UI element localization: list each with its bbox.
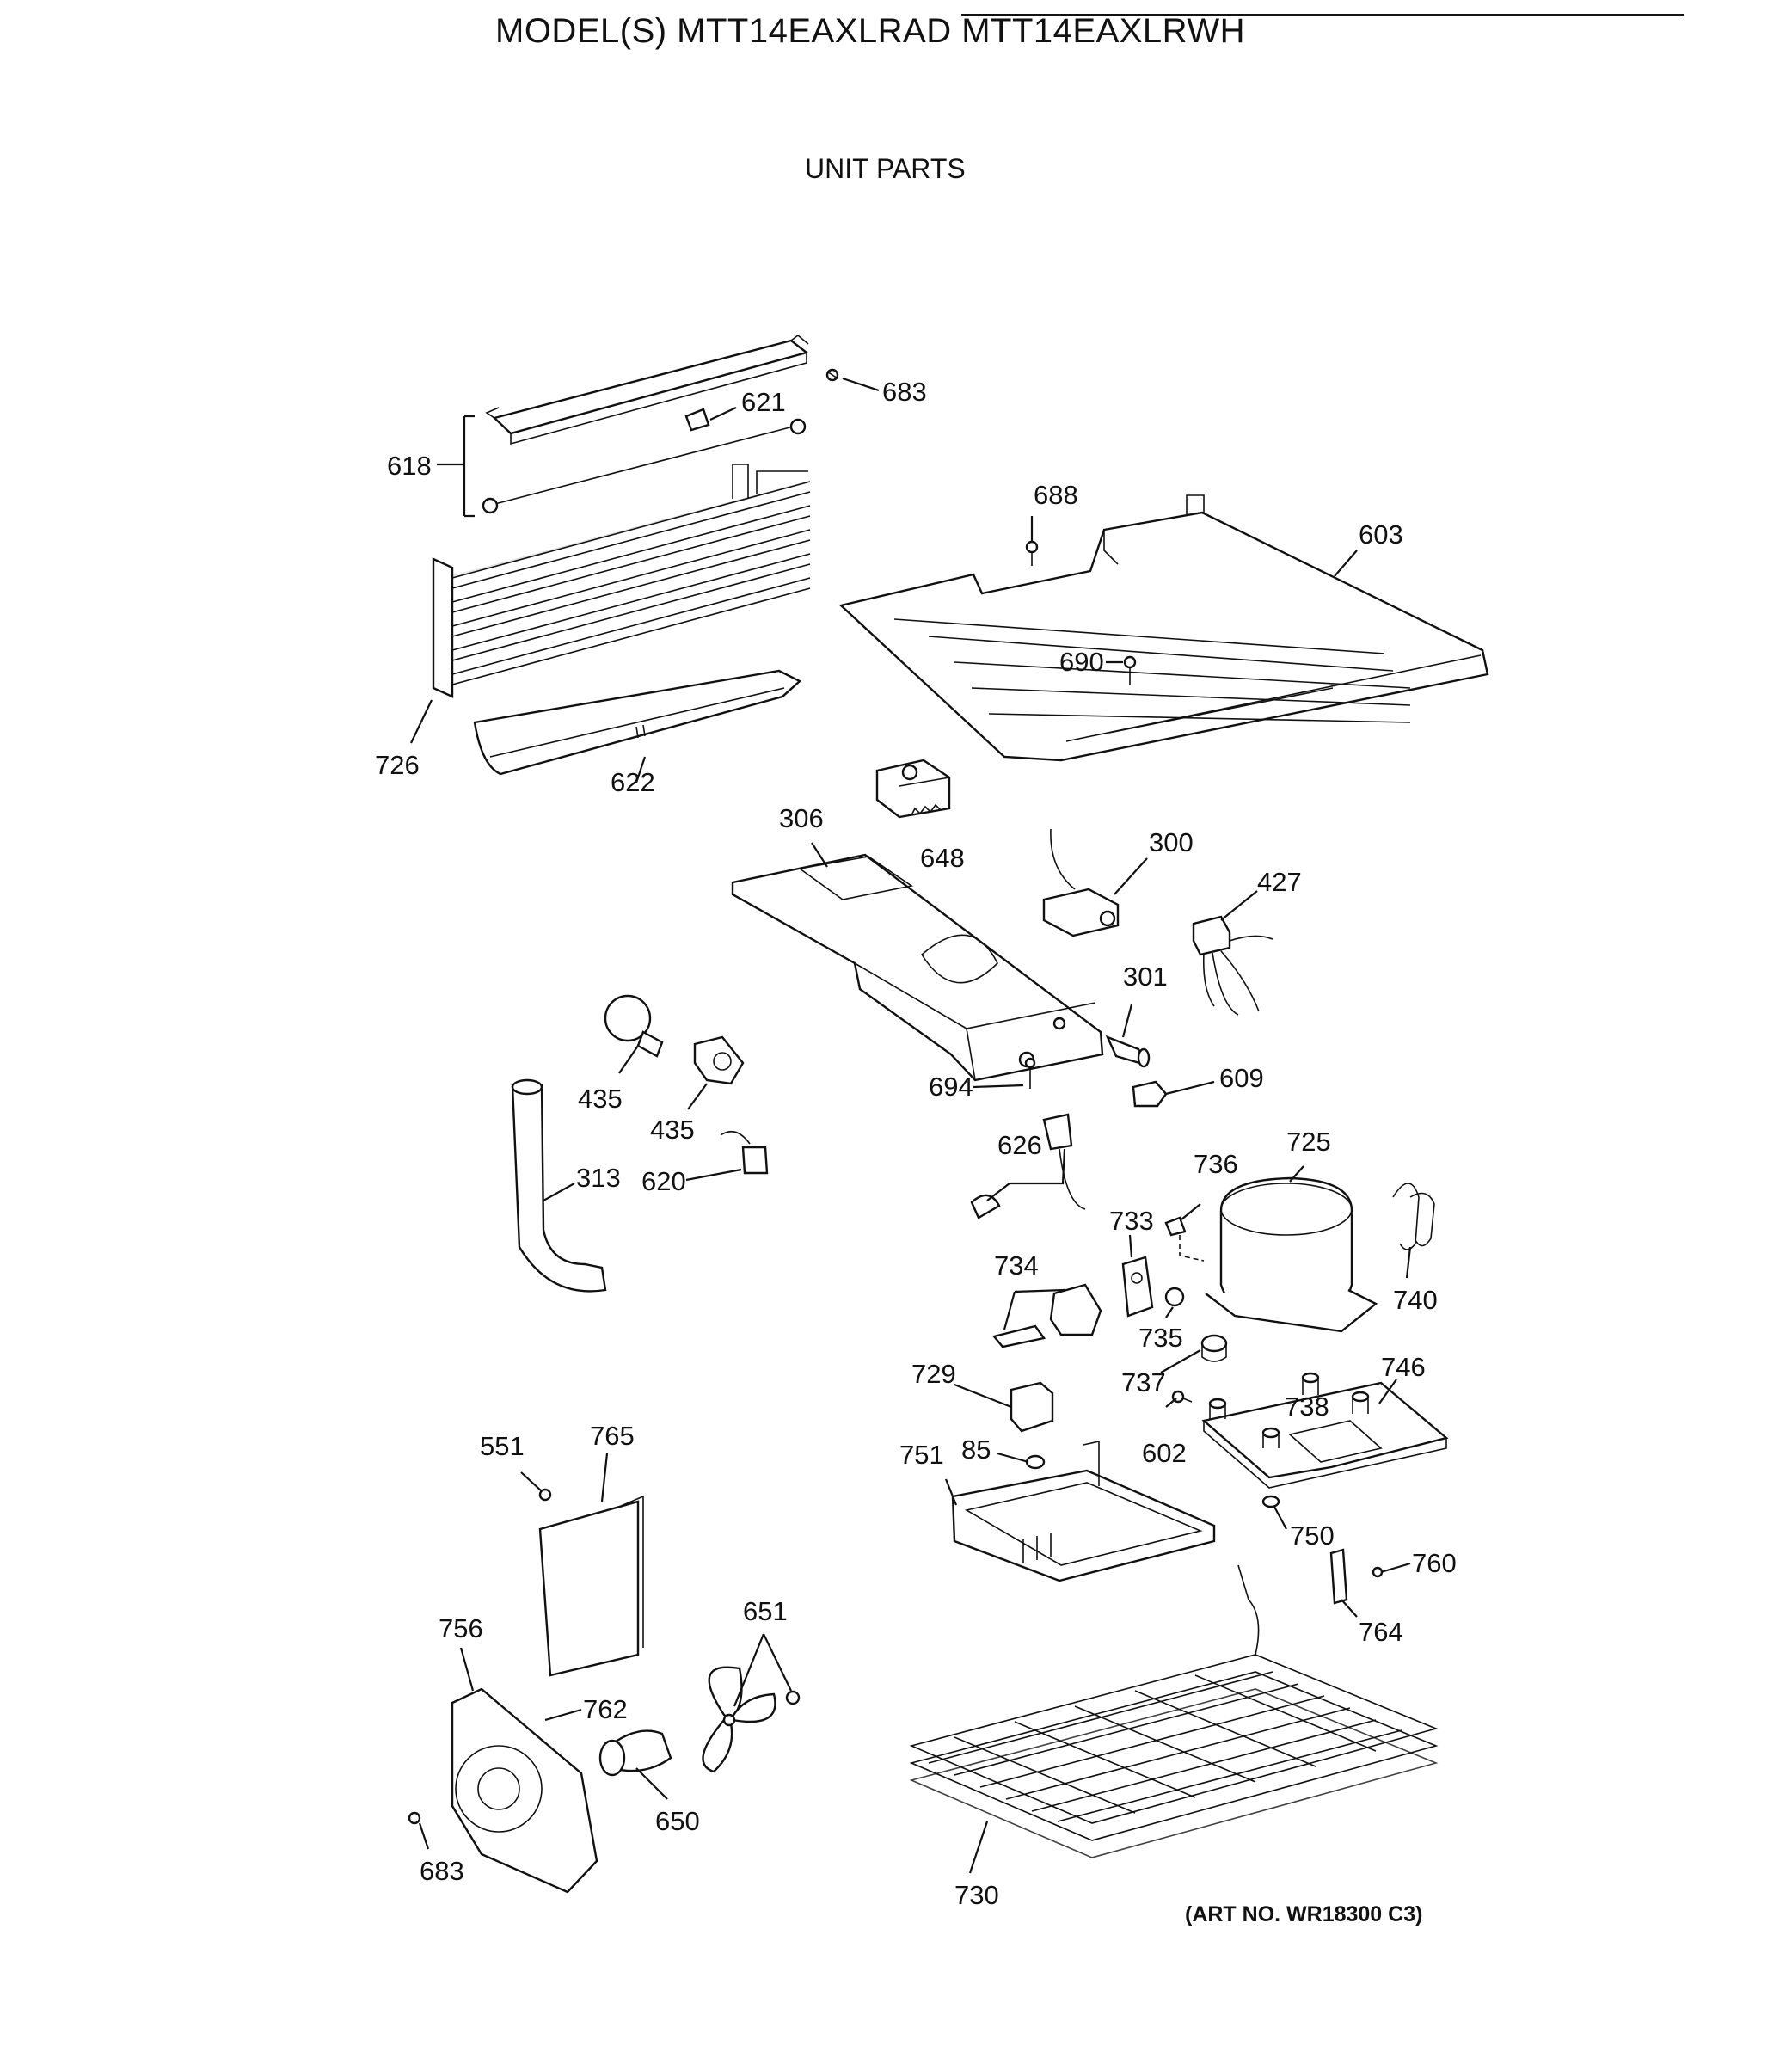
callout-762: 762 bbox=[583, 1694, 628, 1724]
callout-618: 618 bbox=[387, 451, 432, 481]
part-651-fan-blade bbox=[702, 1666, 801, 1773]
part-730-condenser bbox=[909, 1564, 1439, 1858]
callout-651: 651 bbox=[743, 1596, 788, 1626]
part-306-housing bbox=[731, 853, 1104, 1082]
callout-756: 756 bbox=[439, 1613, 483, 1643]
part-765-shield bbox=[538, 1495, 644, 1677]
callout-603: 603 bbox=[1359, 519, 1403, 550]
part-603-cover bbox=[838, 494, 1489, 762]
part-618-rod bbox=[482, 418, 807, 514]
callout-648: 648 bbox=[920, 843, 965, 873]
callout-435-bulb: 435 bbox=[578, 1084, 623, 1114]
callout-683-top: 683 bbox=[882, 377, 927, 407]
part-85-clip bbox=[1025, 1454, 1046, 1470]
callout-737: 737 bbox=[1121, 1367, 1166, 1398]
part-764-bracket bbox=[1329, 1548, 1348, 1605]
part-301-tube bbox=[1105, 1035, 1151, 1068]
callout-725: 725 bbox=[1286, 1127, 1331, 1157]
page-title: MODEL(S) MTT14EAXLRAD MTT14EAXLRWH bbox=[495, 12, 1245, 50]
part-650-fan-motor bbox=[598, 1729, 672, 1777]
callout-683-bottom: 683 bbox=[420, 1856, 464, 1886]
callout-746: 746 bbox=[1381, 1352, 1426, 1382]
part-756-fan-shroud bbox=[451, 1687, 598, 1894]
callout-734: 734 bbox=[994, 1250, 1039, 1281]
part-726-coil bbox=[432, 464, 811, 698]
callout-736: 736 bbox=[1194, 1149, 1238, 1179]
callout-602: 602 bbox=[1142, 1438, 1187, 1468]
part-602-screw bbox=[1171, 1390, 1193, 1404]
part-694-screw bbox=[1024, 1057, 1036, 1089]
callout-609: 609 bbox=[1219, 1063, 1264, 1093]
part-435-bulb bbox=[604, 994, 664, 1058]
callout-694: 694 bbox=[929, 1072, 973, 1102]
part-725-compressor bbox=[1205, 1176, 1378, 1333]
part-313-drain-tube bbox=[511, 1078, 607, 1293]
part-551-screw bbox=[538, 1488, 552, 1502]
part-622-drip-tray bbox=[473, 669, 802, 776]
callout-730: 730 bbox=[954, 1880, 999, 1910]
callout-764: 764 bbox=[1359, 1617, 1403, 1647]
part-737-grommet bbox=[1200, 1334, 1228, 1362]
callout-735: 735 bbox=[1138, 1323, 1183, 1353]
callout-738: 738 bbox=[1285, 1391, 1329, 1422]
callout-620: 620 bbox=[641, 1166, 686, 1196]
part-734-cover bbox=[991, 1283, 1102, 1348]
callout-726: 726 bbox=[375, 750, 420, 780]
art-number: (ART NO. WR18300 C3) bbox=[1185, 1902, 1423, 1926]
callout-626: 626 bbox=[997, 1130, 1042, 1160]
part-740-hanger bbox=[1392, 1182, 1435, 1250]
part-735-overload bbox=[1164, 1287, 1185, 1307]
callout-751: 751 bbox=[899, 1440, 944, 1470]
part-733-relay bbox=[1121, 1256, 1154, 1318]
callout-765: 765 bbox=[590, 1421, 635, 1451]
part-688-screw bbox=[1025, 540, 1039, 566]
header-rule bbox=[961, 14, 1684, 16]
part-750-bumper bbox=[1261, 1495, 1280, 1508]
part-760-screw bbox=[1372, 1566, 1384, 1578]
callout-435-socket: 435 bbox=[650, 1115, 695, 1145]
part-427-harness bbox=[1192, 915, 1273, 1016]
callout-427: 427 bbox=[1257, 867, 1302, 897]
part-620-capacitor bbox=[720, 1130, 769, 1175]
part-729-box bbox=[1010, 1381, 1054, 1433]
part-609-switch bbox=[1132, 1080, 1168, 1108]
part-736-clip bbox=[1164, 1216, 1205, 1262]
callout-621: 621 bbox=[741, 387, 786, 417]
callout-622: 622 bbox=[611, 767, 655, 797]
part-751-tray bbox=[951, 1440, 1216, 1582]
callout-750: 750 bbox=[1290, 1520, 1335, 1551]
callout-740: 740 bbox=[1393, 1285, 1438, 1315]
part-300-thermostat bbox=[1042, 828, 1120, 937]
part-690-screw bbox=[1123, 655, 1137, 685]
leader-lines bbox=[410, 377, 1412, 1874]
callout-729: 729 bbox=[911, 1359, 956, 1389]
part-435-socket bbox=[693, 1035, 745, 1085]
callout-300: 300 bbox=[1149, 827, 1194, 857]
part-683-screw-bottom bbox=[408, 1811, 421, 1825]
part-648-timer bbox=[875, 759, 951, 819]
callout-551: 551 bbox=[480, 1431, 525, 1461]
callout-760: 760 bbox=[1412, 1548, 1457, 1578]
part-618-top-rail bbox=[485, 334, 809, 445]
part-746-base-plate bbox=[1201, 1372, 1449, 1489]
callout-85: 85 bbox=[961, 1434, 991, 1465]
callout-306: 306 bbox=[779, 803, 824, 833]
callout-688: 688 bbox=[1034, 480, 1078, 510]
part-683-screw-top bbox=[825, 368, 839, 382]
part-626-power-cord bbox=[970, 1113, 1086, 1219]
callout-301: 301 bbox=[1123, 961, 1168, 992]
callout-733: 733 bbox=[1109, 1206, 1154, 1236]
section-title: UNIT PARTS bbox=[805, 153, 966, 184]
part-621-clip bbox=[684, 408, 710, 432]
callout-313: 313 bbox=[576, 1163, 621, 1193]
callout-650: 650 bbox=[655, 1806, 700, 1836]
callout-690: 690 bbox=[1059, 647, 1104, 677]
